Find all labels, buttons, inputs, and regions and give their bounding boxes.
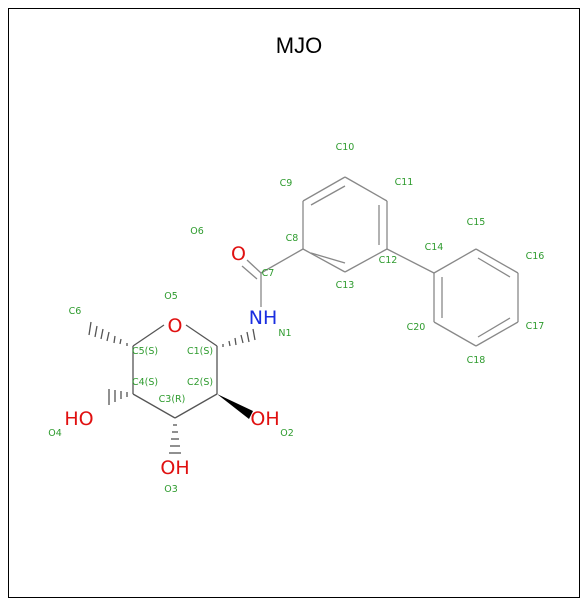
- label-c4: C4(S): [132, 377, 158, 388]
- atom-o4: HO: [64, 408, 93, 430]
- label-o6: O6: [190, 226, 204, 237]
- molecule-diagram: MJO: [48, 33, 544, 495]
- atom-o2: OH: [250, 408, 279, 430]
- label-c12: C12: [379, 255, 398, 266]
- label-c9: C9: [280, 178, 293, 189]
- benzene-ring-b: [386, 248, 519, 347]
- label-c2: C2(S): [187, 377, 213, 388]
- label-c8: C8: [286, 233, 299, 244]
- label-c20: C20: [407, 322, 426, 333]
- diagram-frame: MJO: [8, 8, 580, 598]
- label-c13: C13: [336, 280, 355, 291]
- benzene-ring-a: [302, 176, 388, 273]
- molecule-title: MJO: [276, 33, 322, 58]
- amide-group: [241, 248, 304, 307]
- label-o3: O3: [164, 484, 178, 495]
- label-c6: C6: [69, 306, 82, 317]
- hash-wedge-c5-c6: [88, 321, 128, 346]
- label-c1: C1(S): [187, 346, 213, 357]
- label-c5: C5(S): [132, 346, 158, 357]
- atom-o5: O: [168, 315, 183, 337]
- hash-wedge-c1-n1: [222, 328, 256, 347]
- atom-o6: O: [231, 243, 246, 265]
- sugar-ring: [132, 324, 218, 419]
- label-c15: C15: [467, 217, 486, 228]
- label-c11: C11: [395, 177, 414, 188]
- label-c7: C7: [262, 268, 275, 279]
- atom-name-labels: C10 C9 C11 C15 O6 C8 C14 C16 C7 C12 C13 …: [48, 142, 544, 495]
- label-c18: C18: [467, 355, 486, 366]
- label-n1: N1: [278, 328, 291, 339]
- label-c16: C16: [526, 251, 545, 262]
- label-o4: O4: [48, 428, 62, 439]
- atom-o3: OH: [160, 457, 189, 479]
- label-o5: O5: [164, 291, 178, 302]
- label-c17: C17: [526, 321, 545, 332]
- atom-n1: NH: [249, 307, 278, 329]
- label-c3: C3(R): [159, 394, 186, 405]
- label-c14: C14: [425, 242, 444, 253]
- label-o2: O2: [280, 428, 294, 439]
- label-c10: C10: [336, 142, 355, 153]
- hash-wedge-c3-o3: [169, 424, 181, 454]
- hash-wedge-c4-o4: [108, 389, 128, 405]
- solid-wedge-c2-o2: [217, 394, 253, 419]
